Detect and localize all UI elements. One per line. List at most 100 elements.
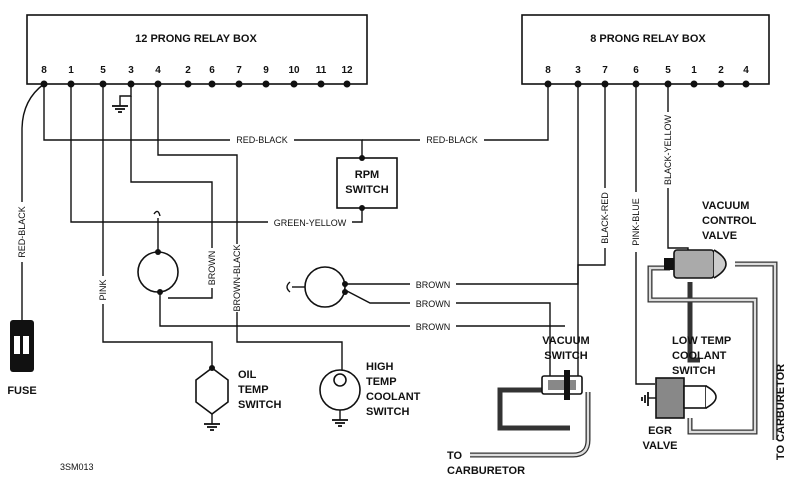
terminal xyxy=(290,80,298,88)
relay12-pin-label: 8 xyxy=(41,65,47,76)
wire-pink-blue xyxy=(635,84,655,385)
wire-label: BLACK-RED xyxy=(600,192,610,244)
rpm-switch-label-2: SWITCH xyxy=(345,184,388,196)
relay8-pin-label: 1 xyxy=(691,65,697,76)
high-temp-label-1: HIGH xyxy=(366,361,394,373)
relay8-pin-label: 2 xyxy=(718,65,724,76)
relay12-pin-label: 7 xyxy=(236,65,242,76)
wire-red-black-fuse xyxy=(21,83,45,320)
vacuum-control-valve: VACUUM CONTROL VALVE xyxy=(664,200,757,279)
relay12-pin-label: 2 xyxy=(185,65,191,76)
vacuum-control-label-1: VACUUM xyxy=(702,200,749,212)
vacuum-switch-label-2: SWITCH xyxy=(544,350,587,362)
wire-label: RED-BLACK xyxy=(426,135,478,145)
relay12-pin-label: 11 xyxy=(316,65,327,76)
to-carb-label-1: TO xyxy=(447,450,463,462)
relay12-pin-label: 1 xyxy=(68,65,74,76)
wire-brown-lower xyxy=(344,289,551,380)
relay-box-8-prong: 8 PRONG RELAY BOX 8 3 7 6 5 1 2 4 xyxy=(521,14,770,88)
wire-label: BROWN xyxy=(207,251,217,286)
high-temp-label-4: SWITCH xyxy=(366,406,409,418)
ground-icon xyxy=(204,423,220,431)
relay12-pin-label: 5 xyxy=(100,65,106,76)
low-temp-label-2: COOLANT xyxy=(672,350,727,362)
terminal xyxy=(235,80,243,88)
wire-label: RED-BLACK xyxy=(17,206,27,258)
relay8-pin-label: 4 xyxy=(743,65,749,76)
vacuum-tube-to-carb xyxy=(470,392,591,458)
wire-black-red xyxy=(577,84,606,378)
to-carb-label-2: CARBURETOR xyxy=(447,465,525,477)
rpm-switch-label-1: RPM xyxy=(355,169,379,181)
relay12-pin-label: 6 xyxy=(209,65,215,76)
relay8-pin-label: 8 xyxy=(545,65,551,76)
wire-labels: RED-BLACK RED-BLACK RED-BLACK GREEN-YELL… xyxy=(15,112,674,332)
relay12-pin-label: 10 xyxy=(288,65,300,76)
oil-temp-switch-body xyxy=(195,367,229,415)
terminal xyxy=(690,80,698,88)
vacuum-switch: VACUUM SWITCH xyxy=(541,335,590,400)
switch-pigtail xyxy=(286,281,291,293)
relay8-pin-label: 3 xyxy=(575,65,581,76)
switch-body xyxy=(137,251,179,293)
fuse-label: FUSE xyxy=(7,385,36,397)
relay-box-12-pin-labels: 8 1 5 3 4 2 6 7 9 10 11 12 xyxy=(41,65,353,76)
terminal xyxy=(208,80,216,88)
vacuum-tube xyxy=(687,282,700,363)
wire-label: RED-BLACK xyxy=(236,135,288,145)
diagram-id: 3SM013 xyxy=(60,462,94,472)
fuse-icon xyxy=(10,320,34,372)
egr-label-1: EGR xyxy=(648,425,672,437)
wires xyxy=(21,83,689,385)
relay-box-8-outline xyxy=(521,14,770,85)
relay-box-12-outline xyxy=(26,14,368,85)
oil-temp-switch: OIL TEMP SWITCH xyxy=(195,365,281,431)
vacuum-tubes xyxy=(470,261,778,458)
relay8-pin-label: 6 xyxy=(633,65,639,76)
vacuum-control-label-3: VALVE xyxy=(702,230,737,242)
middle-switch xyxy=(286,266,348,308)
ground-icon xyxy=(641,392,649,406)
vacuum-tube xyxy=(497,387,570,431)
relay-box-12-title: 12 PRONG RELAY BOX xyxy=(135,33,257,45)
egr-valve-body xyxy=(655,377,685,419)
relay-box-8-pin-labels: 8 3 7 6 5 1 2 4 xyxy=(545,65,749,76)
terminal xyxy=(343,80,351,88)
switch-body xyxy=(304,266,346,308)
wire-label: GREEN-YELLOW xyxy=(274,218,347,228)
terminal xyxy=(717,80,725,88)
vacuum-control-body xyxy=(673,249,715,279)
egr-label-2: VALVE xyxy=(642,440,677,452)
ground-icon xyxy=(332,419,348,427)
high-temp-coolant-switch: HIGH TEMP COOLANT SWITCH xyxy=(319,361,421,427)
to-carburetor-right: TO CARBURETOR xyxy=(775,364,787,460)
relay-box-12-prong: 12 PRONG RELAY BOX 8 1 5 3 4 2 6 7 9 10 … xyxy=(26,14,368,88)
oil-temp-label-3: SWITCH xyxy=(238,399,281,411)
relay8-pin-label: 5 xyxy=(665,65,671,76)
to-carb-right-label: TO CARBURETOR xyxy=(775,364,787,460)
wire-label: BROWN xyxy=(416,299,451,309)
switch-pigtail xyxy=(153,210,161,217)
low-temp-coolant-switch: LOW TEMP COOLANT SWITCH EGR VALVE xyxy=(641,335,731,452)
wire-pink xyxy=(102,84,213,368)
high-temp-label-2: TEMP xyxy=(366,376,397,388)
oil-temp-label-2: TEMP xyxy=(238,384,269,396)
relay-box-8-title: 8 PRONG RELAY BOX xyxy=(590,33,706,45)
wire-brown-3 xyxy=(130,96,213,299)
rpm-switch-outline xyxy=(336,157,398,209)
terminal xyxy=(184,80,192,88)
relay8-pin-label: 7 xyxy=(602,65,608,76)
vacuum-control-label-2: CONTROL xyxy=(702,215,757,227)
left-temp-switch xyxy=(137,210,179,295)
wire-label: PINK xyxy=(98,279,108,300)
wire-label: BROWN xyxy=(416,322,451,332)
wire-label: BROWN-BLACK xyxy=(232,244,242,311)
wire-label: PINK-BLUE xyxy=(631,198,641,246)
rpm-switch: RPM SWITCH xyxy=(336,155,398,211)
wire-green-yellow xyxy=(70,84,363,223)
ground-icon xyxy=(112,105,128,113)
oil-temp-label-1: OIL xyxy=(238,369,257,381)
fuse: FUSE xyxy=(7,320,37,397)
wire-ground-3 xyxy=(119,84,132,106)
